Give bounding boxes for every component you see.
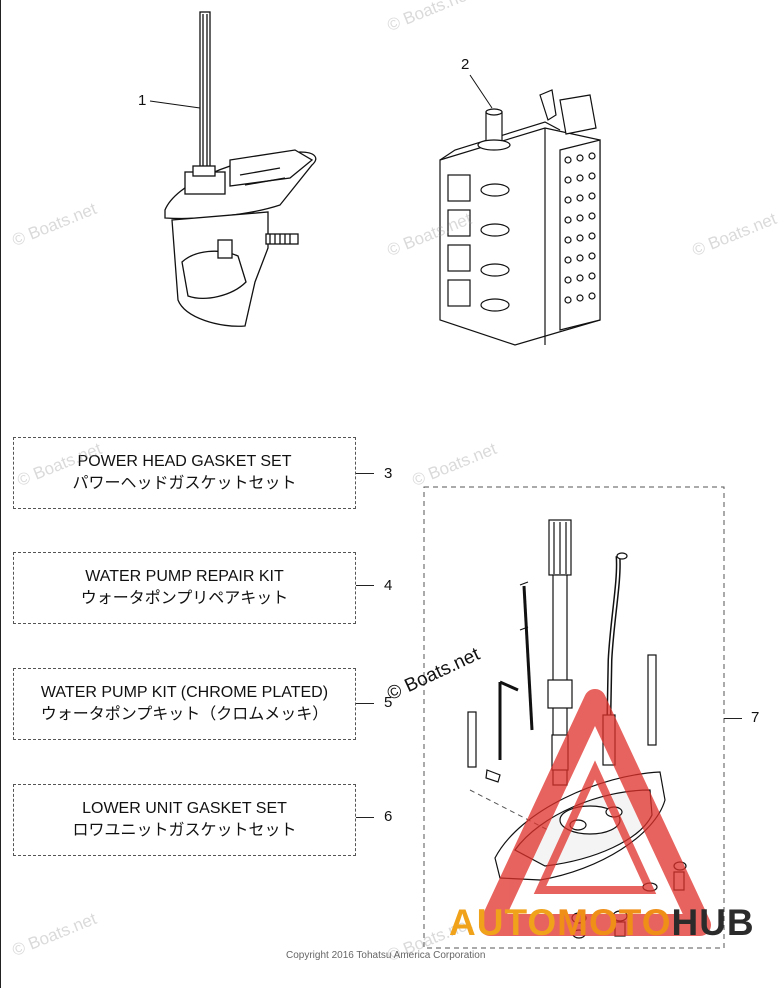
leader-4 [356, 585, 374, 586]
callout-5: 5 [384, 694, 393, 711]
kit-label-en: POWER HEAD GASKET SET [77, 453, 292, 470]
kit-label-en: WATER PUMP KIT (CHROME PLATED) [40, 684, 329, 701]
leader-5 [356, 703, 374, 704]
brand-part-3: HUB [671, 902, 755, 943]
callout-6: 6 [384, 808, 393, 825]
leader-6 [356, 817, 374, 818]
brand-part-1: AUTO [449, 902, 558, 943]
kit-label-en: LOWER UNIT GASKET SET [82, 800, 287, 817]
kit-label-ja: ウォータポンプキット（クロムメッキ） [40, 706, 329, 723]
copyright-text: Copyright 2016 Tohatsu America Corporati… [286, 950, 486, 961]
kit-label-en: WATER PUMP REPAIR KIT [85, 568, 284, 585]
leader-1 [149, 100, 201, 109]
autohub-logo-mark [479, 689, 711, 936]
callout-1: 1 [138, 92, 147, 109]
kit-box-power-head-gasket-set: POWER HEAD GASKET SET パワーヘッドガスケットセット [13, 437, 356, 509]
kit-label-ja: ウォータポンプリペアキット [80, 590, 289, 607]
lower-unit-assembly [164, 11, 317, 327]
kit-label-ja: ロワユニットガスケットセット [72, 822, 297, 839]
leader-2 [469, 74, 493, 109]
callout-4: 4 [384, 577, 393, 594]
callout-7: 7 [751, 709, 760, 726]
leader-3 [356, 473, 374, 474]
callout-3: 3 [384, 465, 393, 482]
page-left-border [0, 0, 1, 988]
kit-box-lower-unit-gasket-set: LOWER UNIT GASKET SET ロワユニットガスケットセット [13, 784, 356, 856]
kit-label-ja: パワーヘッドガスケットセット [72, 475, 297, 492]
leader-7 [724, 718, 742, 719]
callout-2: 2 [461, 56, 470, 73]
brand-logo-text: AUTOMOTOHUB [449, 902, 755, 944]
brand-part-2: MOTO [557, 902, 672, 943]
kit-box-water-pump-kit-chrome: WATER PUMP KIT (CHROME PLATED) ウォータポンプキッ… [13, 668, 356, 740]
power-head-assembly [439, 89, 601, 346]
kit-7-frame [423, 486, 725, 949]
kit-box-water-pump-repair-kit: WATER PUMP REPAIR KIT ウォータポンプリペアキット [13, 552, 356, 624]
